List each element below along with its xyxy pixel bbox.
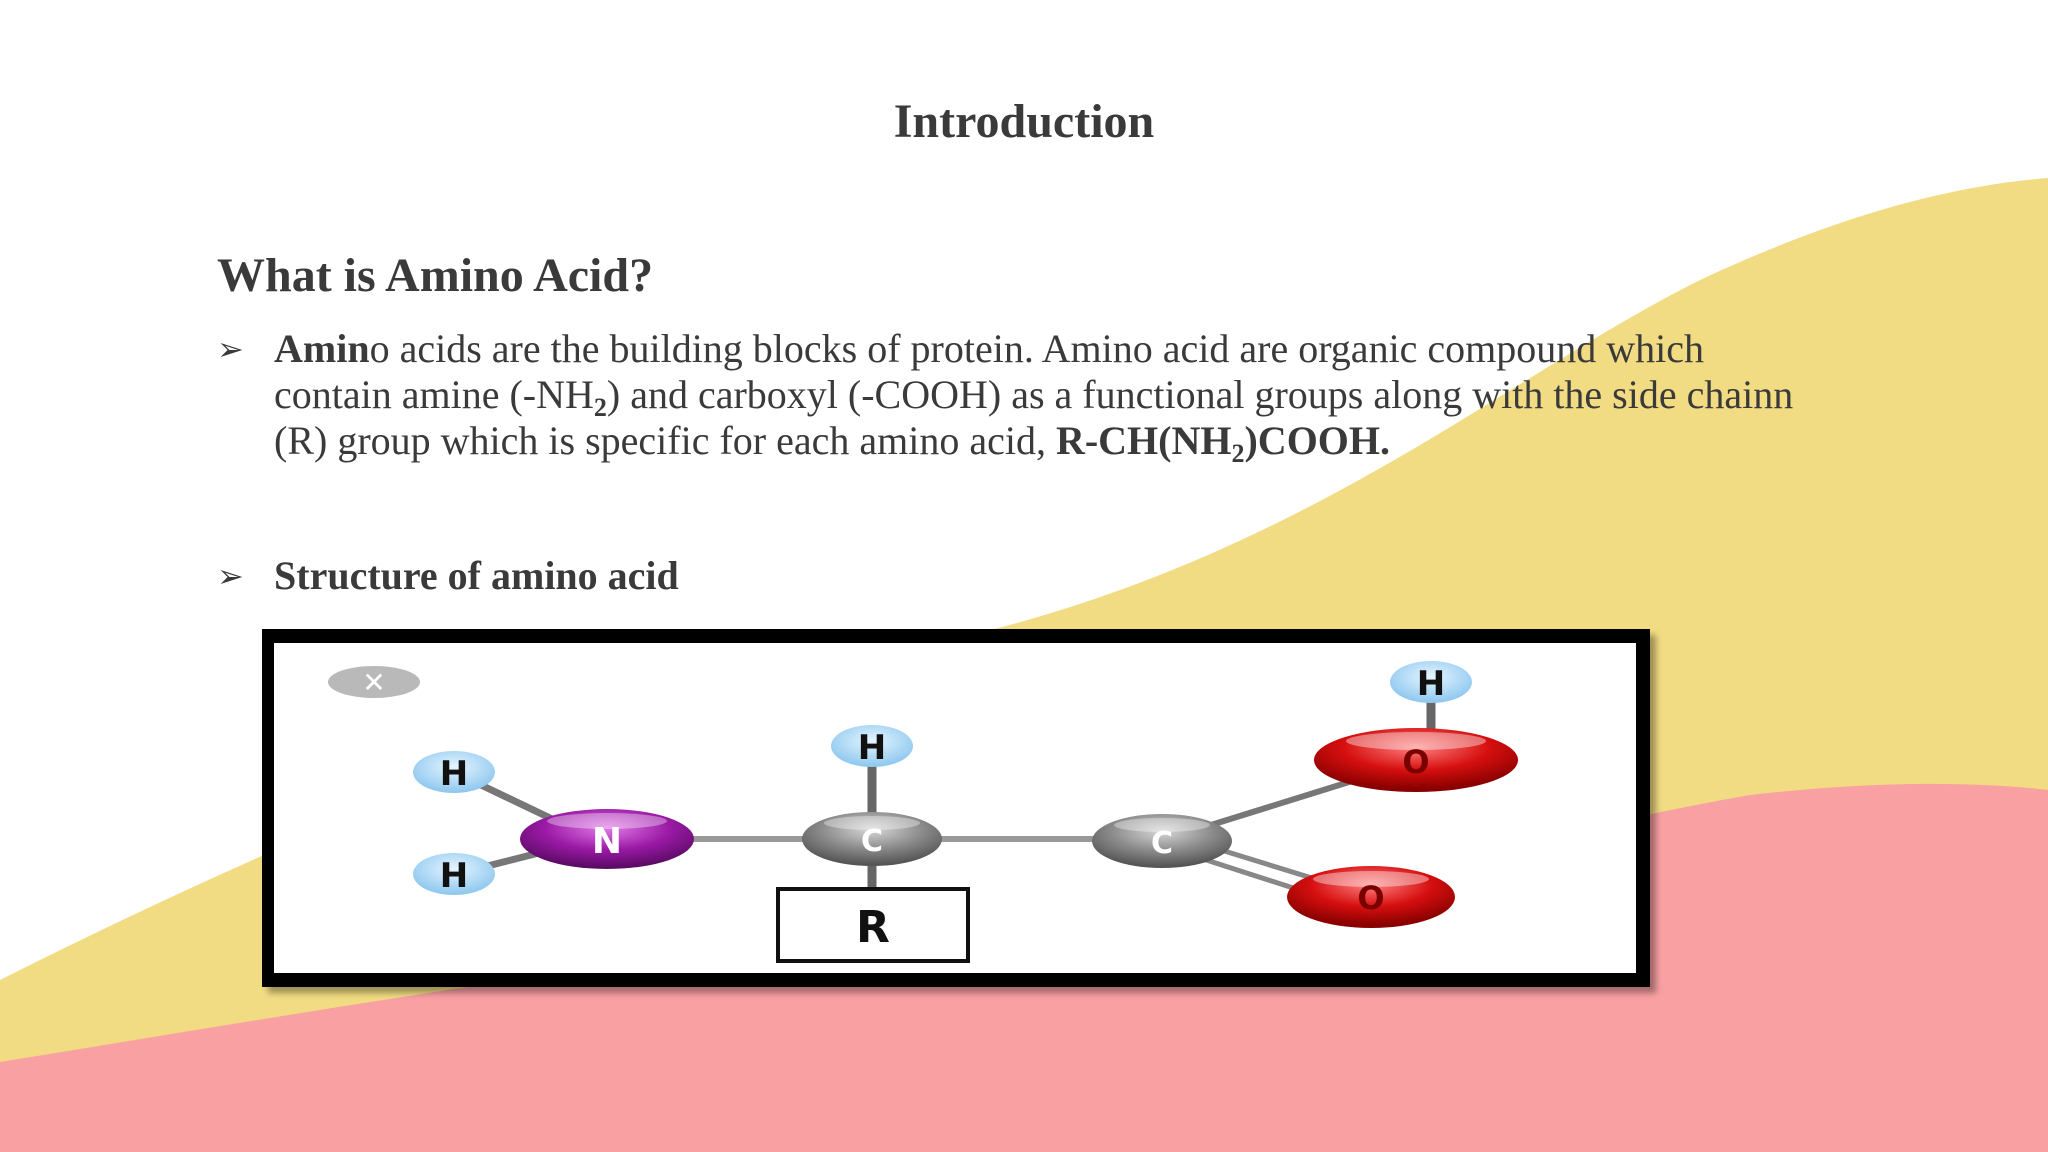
svg-text:C: C bbox=[861, 824, 883, 859]
bonds bbox=[456, 688, 1436, 908]
svg-text:R: R bbox=[856, 902, 890, 953]
svg-text:C: C bbox=[1151, 826, 1173, 861]
arrow-bullet-icon: ➢ bbox=[217, 330, 244, 368]
general-formula: R-CH(NH2)COOH. bbox=[1055, 418, 1391, 468]
bullet-text: Amino acids are the building blocks of p… bbox=[274, 326, 1794, 468]
slide-title: Introduction bbox=[893, 95, 1155, 148]
diagram-canvas: ✕ H bbox=[274, 643, 1636, 973]
arrow-bullet-icon: ➢ bbox=[217, 557, 244, 595]
bold-lead: Amin bbox=[274, 326, 370, 371]
svg-text:H: H bbox=[440, 754, 468, 794]
atom-carbon-alpha: C bbox=[802, 812, 942, 866]
bullet-text: Structure of amino acid bbox=[274, 553, 679, 598]
r-group-box: R bbox=[776, 887, 970, 963]
bullet-structure: ➢ Structure of amino acid bbox=[217, 553, 1417, 599]
atom-hydrogen-hydroxyl: H bbox=[1390, 661, 1472, 704]
svg-text:O: O bbox=[1402, 743, 1429, 781]
svg-text:O: O bbox=[1357, 879, 1384, 917]
bullet-amino-acid-definition: ➢ Amino acids are the building blocks of… bbox=[217, 326, 1817, 468]
amino-acid-structure-diagram: ✕ H bbox=[262, 629, 1650, 987]
svg-text:H: H bbox=[1417, 664, 1445, 704]
svg-text:N: N bbox=[592, 821, 622, 862]
atom-hydrogen-top-left: H bbox=[413, 751, 495, 794]
svg-text:H: H bbox=[858, 728, 886, 768]
svg-text:H: H bbox=[440, 856, 468, 896]
atom-nitrogen: N bbox=[520, 809, 694, 869]
atom-oxygen-hydroxyl: O bbox=[1314, 728, 1518, 792]
section-heading: What is Amino Acid? bbox=[217, 249, 654, 302]
atom-hydrogen-bottom-left: H bbox=[413, 853, 495, 896]
close-icon[interactable]: ✕ bbox=[328, 666, 420, 699]
atom-carbon-carboxyl: C bbox=[1092, 814, 1232, 868]
atom-hydrogen-alpha: H bbox=[831, 725, 913, 768]
atom-oxygen-carbonyl: O bbox=[1287, 866, 1455, 928]
svg-text:✕: ✕ bbox=[362, 666, 385, 699]
